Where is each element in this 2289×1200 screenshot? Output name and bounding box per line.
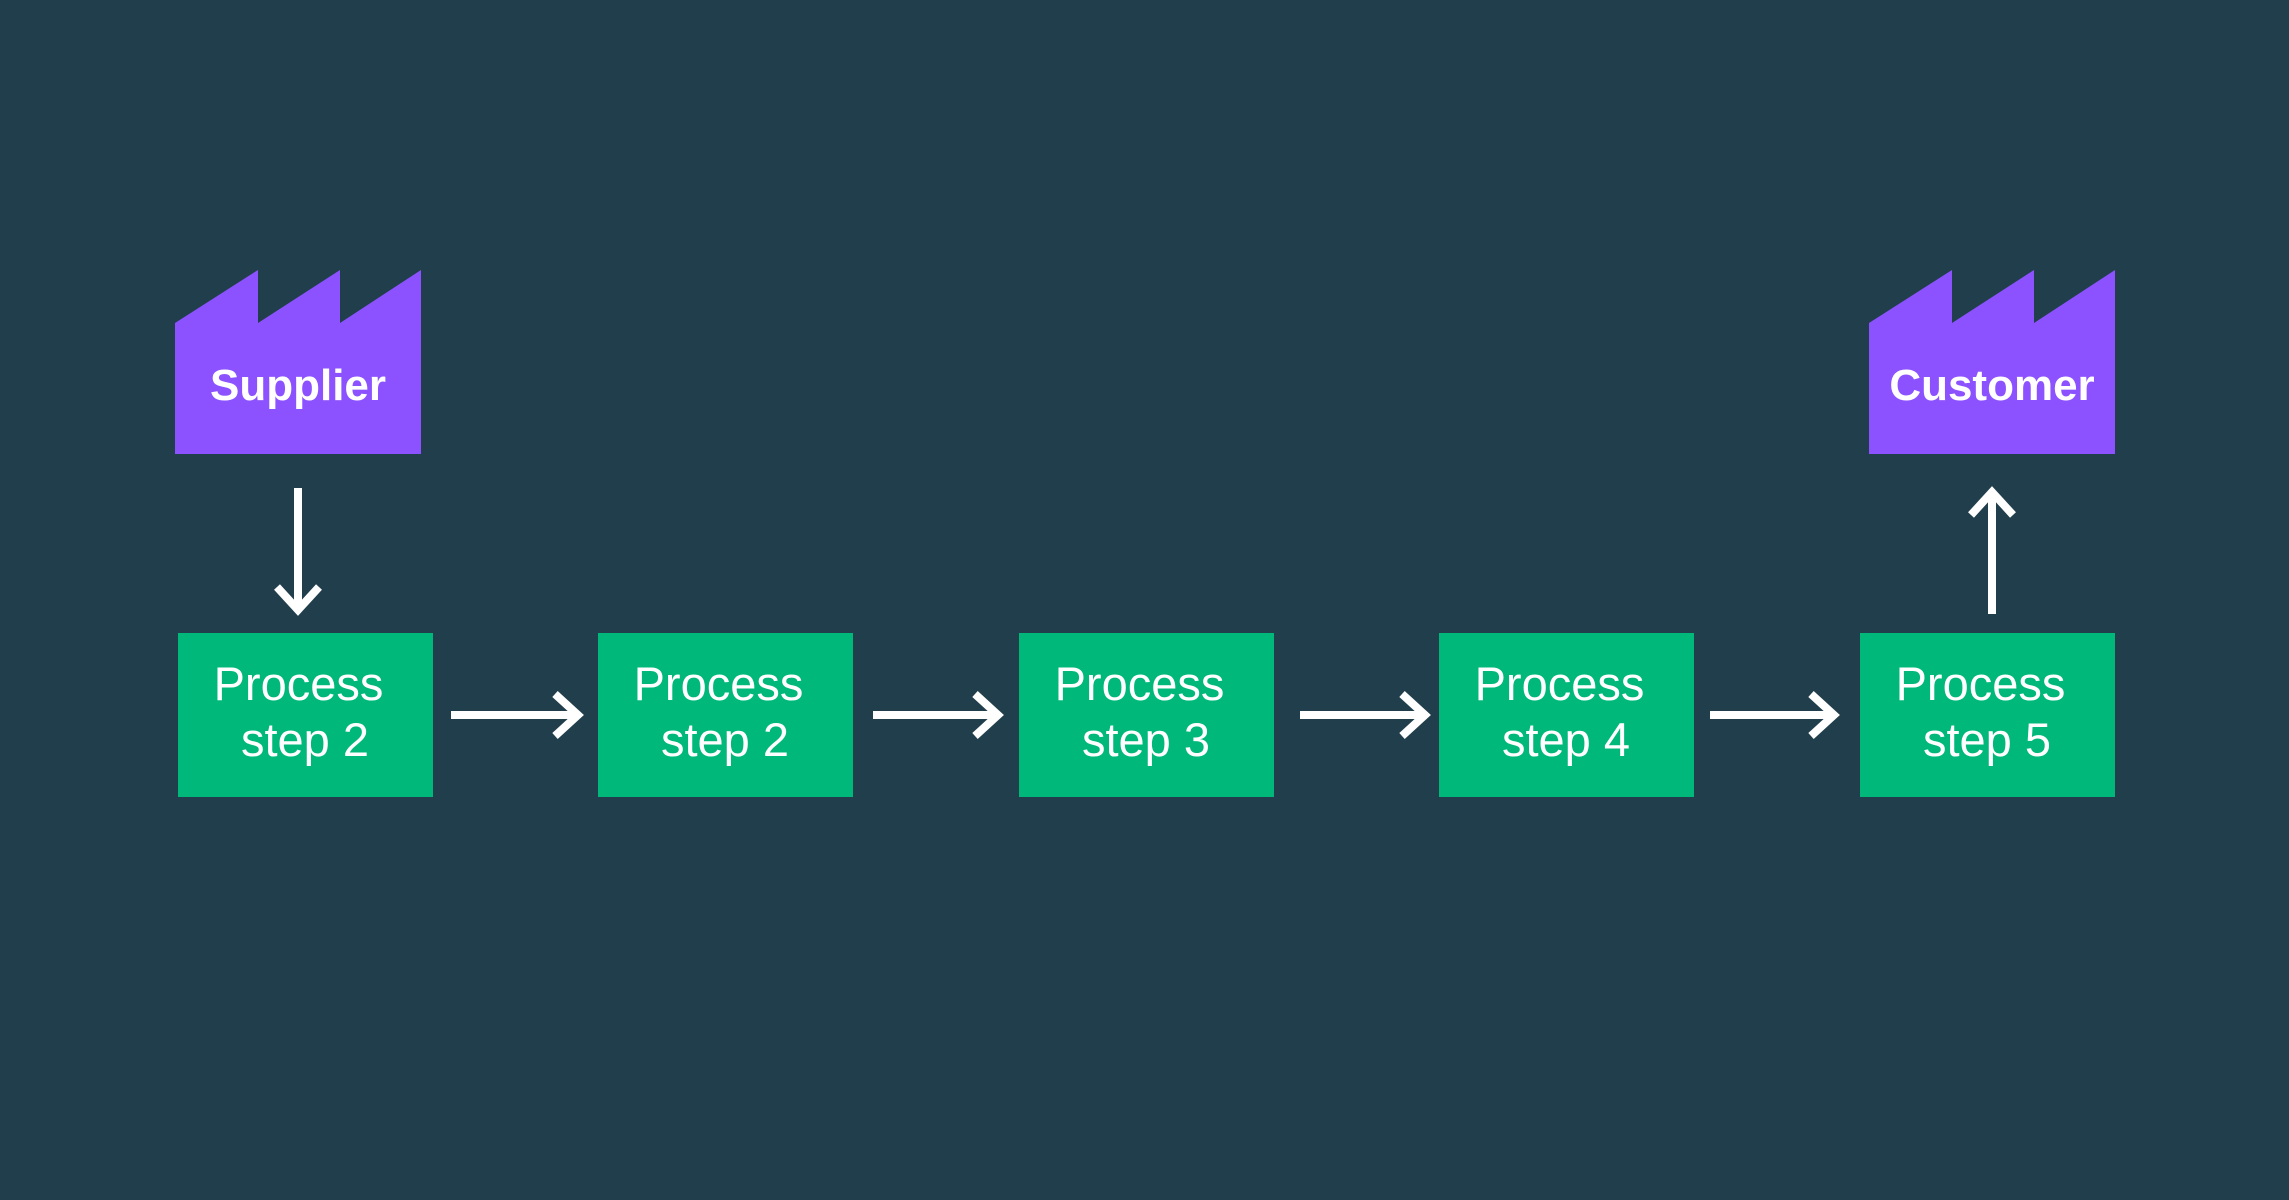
step-2-line-1: Process xyxy=(634,657,804,710)
step-2-box: Process step 2 xyxy=(598,633,853,797)
step-2-rect xyxy=(598,633,853,797)
customer-factory-icon xyxy=(1869,270,2115,454)
step-5-line-2: step 5 xyxy=(1923,713,2051,766)
svg-text:Process step 3: Process step 3 xyxy=(1055,657,1238,766)
svg-text:Process step 2: Process step 2 xyxy=(214,657,397,766)
svg-text:Process step 2: Process step 2 xyxy=(634,657,817,766)
step-1-line-1: Process xyxy=(214,657,384,710)
step-1-line-2: step 2 xyxy=(241,713,369,766)
customer-node: Customer xyxy=(1869,270,2115,454)
supplier-node: Supplier xyxy=(175,270,421,454)
supplier-factory-icon xyxy=(175,270,421,454)
svg-text:Process step 4: Process step 4 xyxy=(1475,657,1658,766)
arrow-right-icon-4 xyxy=(1710,691,1840,739)
step-3-line-2: step 3 xyxy=(1082,713,1210,766)
step-4-line-2: step 4 xyxy=(1502,713,1630,766)
step-4-line-1: Process xyxy=(1475,657,1645,710)
arrow-down-icon xyxy=(274,488,322,616)
arrow-up-icon xyxy=(1968,486,2016,614)
arrow-right-icon-3 xyxy=(1300,691,1431,739)
step-3-box: Process step 3 xyxy=(1019,633,1274,797)
svg-text:Process step 5: Process step 5 xyxy=(1896,657,2079,766)
step-3-rect xyxy=(1019,633,1274,797)
step-1-box: Process step 2 xyxy=(178,633,433,797)
step-1-rect xyxy=(178,633,433,797)
arrow-right-icon-2 xyxy=(873,691,1004,739)
step-3-line-1: Process xyxy=(1055,657,1225,710)
arrow-right-icon-1 xyxy=(451,691,584,739)
supplier-label: Supplier xyxy=(210,361,386,410)
step-5-rect xyxy=(1860,633,2115,797)
step-5-line-1: Process xyxy=(1896,657,2066,710)
step-4-rect xyxy=(1439,633,1694,797)
customer-label: Customer xyxy=(1889,361,2094,410)
step-4-box: Process step 4 xyxy=(1439,633,1694,797)
step-5-box: Process step 5 xyxy=(1860,633,2115,797)
step-2-line-2: step 2 xyxy=(661,713,789,766)
